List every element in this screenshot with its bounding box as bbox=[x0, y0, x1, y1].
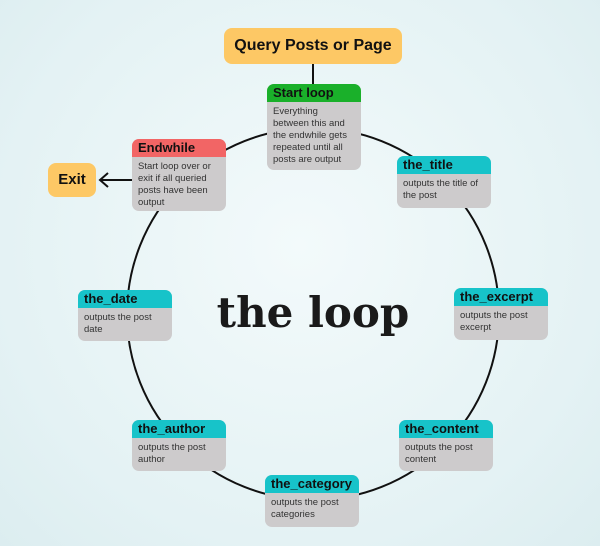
node-title: the_content bbox=[399, 420, 493, 438]
node-desc: outputs the post excerpt bbox=[460, 310, 528, 333]
node-title: the_category bbox=[265, 475, 359, 493]
start-loop-node: Start loop Everything between this and t… bbox=[267, 84, 361, 170]
the-author-node: the_author outputs the post author bbox=[132, 420, 226, 471]
the-category-node: the_category outputs the post categories bbox=[265, 475, 359, 527]
node-title: the_date bbox=[78, 290, 172, 308]
exit-arrow bbox=[98, 172, 132, 188]
node-desc: Start loop over or exit if all queried p… bbox=[138, 161, 211, 208]
node-desc: outputs the post categories bbox=[271, 497, 339, 520]
node-desc: outputs the title of the post bbox=[403, 178, 478, 201]
the-date-node: the_date outputs the post date bbox=[78, 290, 172, 341]
node-desc: Everything between this and the endwhile… bbox=[273, 106, 347, 165]
the-title-node: the_title outputs the title of the post bbox=[397, 156, 491, 208]
endwhile-node: Endwhile Start loop over or exit if all … bbox=[132, 139, 226, 211]
query-posts-box: Query Posts or Page bbox=[224, 28, 402, 64]
the-excerpt-node: the_excerpt outputs the post excerpt bbox=[454, 288, 548, 340]
node-desc: outputs the post content bbox=[405, 442, 473, 465]
node-desc: outputs the post author bbox=[138, 442, 206, 465]
node-title: Endwhile bbox=[132, 139, 226, 157]
center-title: the loop bbox=[216, 288, 410, 337]
node-title: Start loop bbox=[267, 84, 361, 102]
node-title: the_title bbox=[397, 156, 491, 174]
node-title: the_author bbox=[132, 420, 226, 438]
node-desc: outputs the post date bbox=[84, 312, 152, 335]
the-content-node: the_content outputs the post content bbox=[399, 420, 493, 471]
node-title: the_excerpt bbox=[454, 288, 548, 306]
exit-box: Exit bbox=[48, 163, 96, 197]
